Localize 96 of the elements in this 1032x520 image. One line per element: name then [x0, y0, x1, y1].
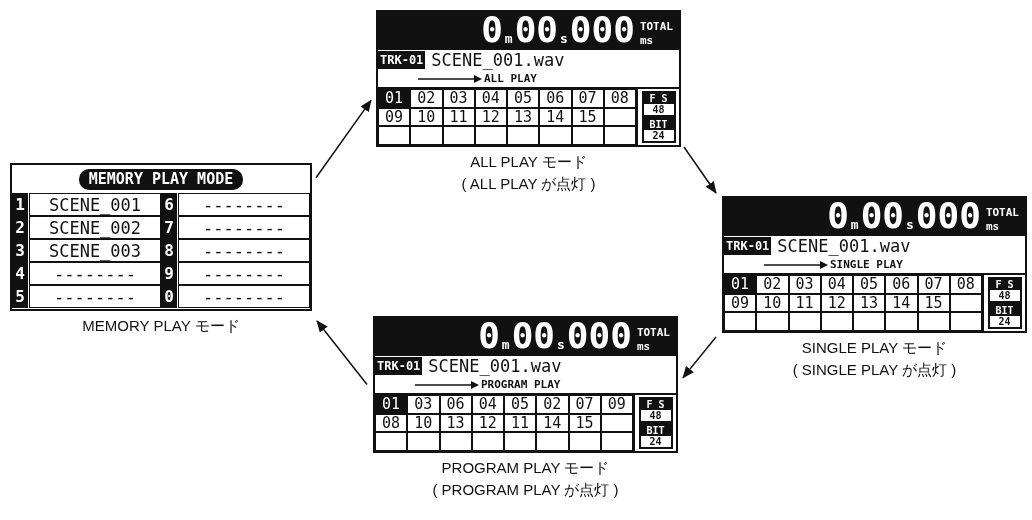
mode-caption: PROGRAM PLAY モード [440, 458, 611, 478]
memory-number: 1 [12, 193, 28, 216]
arrow [683, 146, 717, 194]
unit-label: m [504, 32, 513, 46]
memory-number: 2 [12, 216, 28, 239]
memory-slot: -------- [178, 285, 310, 308]
arrow [682, 336, 717, 379]
arrow [315, 99, 372, 179]
bit-depth-indicator: BIT 24 [987, 303, 1022, 329]
milliseconds-digits: 000 [915, 198, 981, 234]
track-number: 01 [724, 275, 757, 294]
unit-label: m [501, 338, 510, 352]
unit-label: ms [639, 34, 654, 48]
track-number: 03 [788, 275, 821, 294]
memory-slot: -------- [178, 216, 310, 239]
memory-number: 9 [161, 262, 177, 285]
lcd-screen [10, 163, 312, 311]
track-number: 05 [504, 395, 537, 414]
track-number: 08 [949, 275, 982, 294]
track-badge: TRK-01 [724, 237, 772, 256]
total-label: TOTAL [636, 326, 670, 340]
bit-depth-indicator: BIT 24 [638, 423, 673, 449]
memory-slot: SCENE_002 [29, 216, 161, 239]
file-name: SCENE_001.wav [428, 356, 562, 377]
unit-label: s [560, 32, 568, 46]
mode-caption: ALL PLAY モード [469, 152, 588, 172]
mode-caption: MEMORY PLAY モード [81, 316, 241, 336]
track-number: 01 [375, 395, 408, 414]
milliseconds-digits: 000 [569, 12, 635, 48]
track-badge: TRK-01 [378, 51, 426, 70]
unit-label: ms [636, 340, 651, 354]
milliseconds-digits: 000 [566, 318, 632, 354]
track-number: 06 [439, 395, 472, 414]
memory-number: 3 [12, 239, 28, 262]
memory-slot: SCENE_001 [29, 193, 161, 216]
total-label: TOTAL [639, 20, 673, 34]
mode-caption: ( ALL PLAY が点灯 ) [460, 174, 597, 194]
unit-label: s [557, 338, 565, 352]
track-number: 06 [885, 275, 918, 294]
play-mode-indicator: ALL PLAY [484, 71, 537, 86]
memory-number: 6 [161, 193, 177, 216]
memory-slot: -------- [29, 285, 161, 308]
file-name: SCENE_001.wav [431, 50, 565, 71]
minutes-digit: 0 [478, 318, 500, 354]
memory-slot: -------- [178, 262, 310, 285]
screen-title: MEMORY PLAY MODE [78, 168, 244, 190]
unit-label: m [850, 218, 859, 232]
play-mode-indicator: PROGRAM PLAY [481, 377, 561, 392]
memory-number: 7 [161, 216, 177, 239]
track-number: 03 [407, 395, 440, 414]
track-number: 02 [536, 395, 569, 414]
lcd-screen [722, 196, 1027, 333]
mode-caption: SINGLE PLAY モード [800, 338, 949, 358]
arrow [316, 320, 368, 386]
track-number: 05 [507, 89, 540, 108]
unit-label: s [906, 218, 914, 232]
memory-slot: -------- [178, 193, 310, 216]
track-number: 02 [756, 275, 789, 294]
lcd-screen [376, 10, 681, 147]
track-number: 04 [820, 275, 853, 294]
track-badge: TRK-01 [375, 357, 423, 376]
minutes-digit: 0 [481, 12, 503, 48]
memory-number: 0 [161, 285, 177, 308]
track-number: 01 [378, 89, 411, 108]
track-number: 06 [539, 89, 572, 108]
sample-rate-indicator: F S 48 [641, 91, 676, 117]
bit-depth-indicator: BIT 24 [641, 117, 676, 143]
memory-number: 5 [12, 285, 28, 308]
sample-rate-indicator: F S 48 [987, 277, 1022, 303]
file-name: SCENE_001.wav [777, 236, 911, 257]
seconds-digits: 00 [511, 318, 555, 354]
track-number: 03 [442, 89, 475, 108]
memory-number: 4 [12, 262, 28, 285]
track-number: 04 [471, 395, 504, 414]
track-number: 05 [853, 275, 886, 294]
mode-caption: ( PROGRAM PLAY が点灯 ) [431, 480, 620, 500]
mode-caption: ( SINGLE PLAY が点灯 ) [791, 360, 958, 380]
track-number: 04 [474, 89, 507, 108]
track-number: 07 [571, 89, 604, 108]
track-number: 09 [600, 395, 633, 414]
memory-slot: SCENE_003 [29, 239, 161, 262]
memory-slot: -------- [29, 262, 161, 285]
play-mode-indicator: SINGLE PLAY [830, 257, 903, 272]
seconds-digits: 00 [860, 198, 904, 234]
lcd-screen [373, 316, 678, 453]
track-number: 08 [603, 89, 636, 108]
track-number: 07 [917, 275, 950, 294]
memory-slot: -------- [178, 239, 310, 262]
unit-label: ms [985, 220, 1000, 234]
seconds-digits: 00 [514, 12, 558, 48]
total-label: TOTAL [985, 206, 1019, 220]
minutes-digit: 0 [827, 198, 849, 234]
sample-rate-indicator: F S 48 [638, 397, 673, 423]
track-number: 07 [568, 395, 601, 414]
track-number: 02 [410, 89, 443, 108]
memory-number: 8 [161, 239, 177, 262]
